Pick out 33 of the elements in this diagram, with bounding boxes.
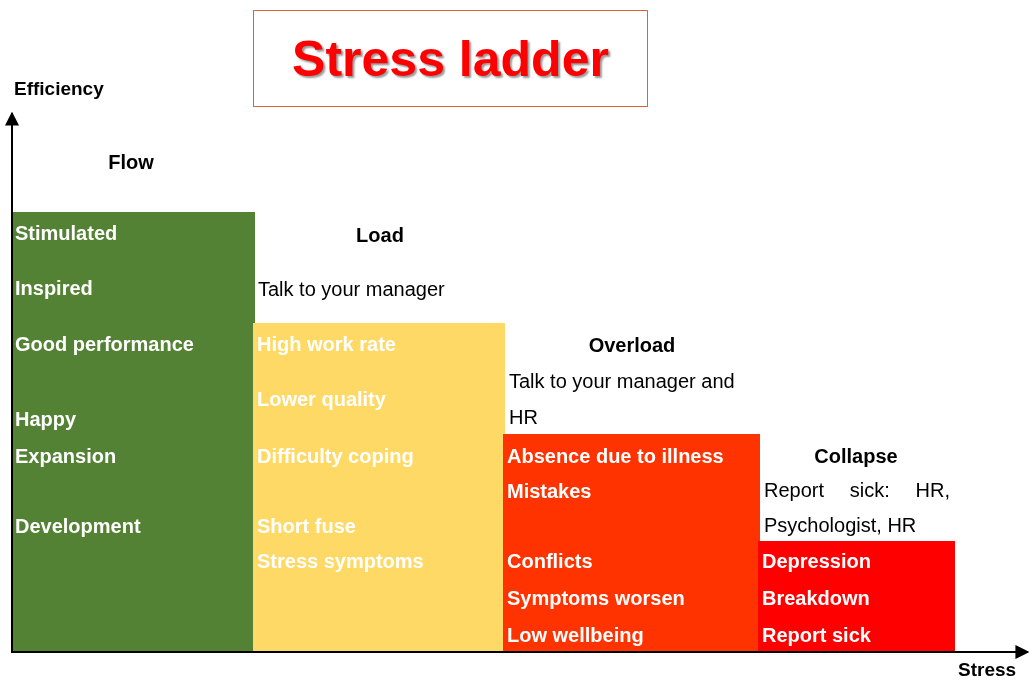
symptom-text: Good performance — [15, 332, 194, 357]
symptom-text: Symptoms worsen — [507, 586, 685, 611]
level-heading: Load — [355, 223, 405, 248]
symptom-text: Absence due to illness — [507, 444, 724, 469]
symptom-text: Inspired — [15, 276, 93, 301]
level-bar — [503, 434, 760, 652]
level-bar — [11, 212, 255, 652]
axis-label: Efficiency — [14, 77, 104, 101]
title-box: Stress ladder — [253, 10, 648, 107]
symptom-text: Report sick — [762, 623, 871, 648]
symptom-text: Happy — [15, 407, 77, 432]
level-bar — [758, 541, 955, 652]
symptom-text: Development — [15, 514, 141, 539]
level-heading: Overload — [587, 333, 677, 358]
symptom-text: Breakdown — [762, 586, 870, 611]
level-heading: Collapse — [813, 444, 899, 469]
level-bar — [253, 323, 505, 652]
advice-text: Report sick: HR, Psychologist, HR — [764, 478, 950, 538]
symptom-text: Short fuse — [257, 514, 356, 539]
symptom-text: Expansion — [15, 444, 117, 469]
level-heading: Flow — [107, 150, 155, 175]
symptom-text: Low wellbeing — [507, 623, 644, 648]
advice-text: Talk to your manager — [258, 277, 446, 302]
axis-label: Stress — [958, 658, 1017, 682]
symptom-text: Conflicts — [507, 549, 593, 574]
symptom-text: Mistakes — [507, 479, 592, 504]
symptom-text: Depression — [762, 549, 871, 574]
symptom-text: Difficulty coping — [257, 444, 414, 469]
symptom-text: Lower quality — [257, 387, 386, 412]
symptom-text: Stimulated — [15, 221, 118, 246]
symptom-text: Stress symptoms — [257, 549, 424, 574]
advice-text: Talk to your manager and HR — [509, 369, 736, 430]
symptom-text: High work rate — [257, 332, 396, 357]
